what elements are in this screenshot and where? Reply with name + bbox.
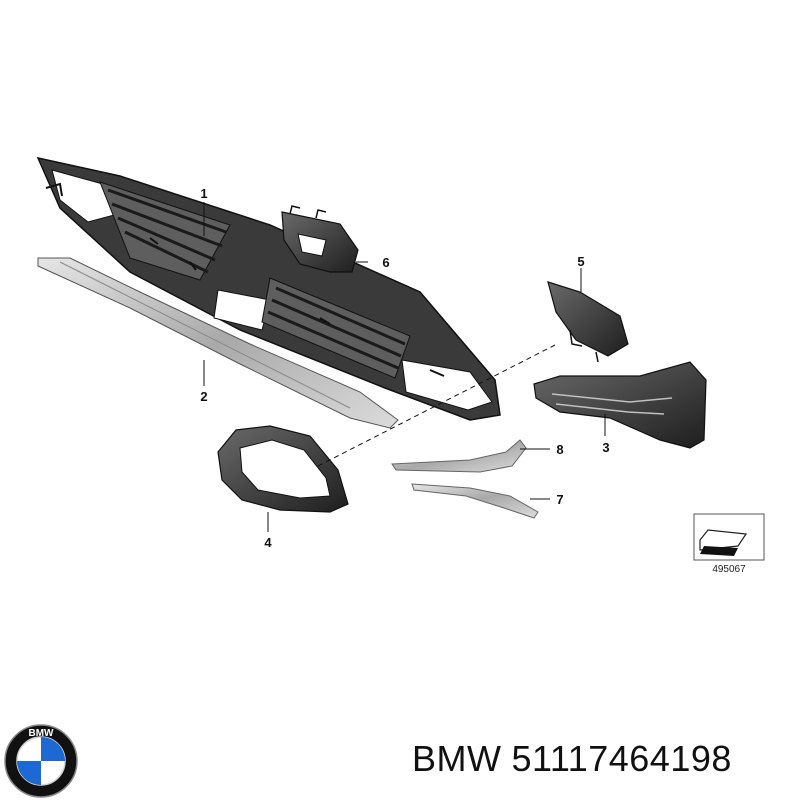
part-3-air-inlet-panel bbox=[533, 361, 707, 449]
reference-number: 495067 bbox=[712, 564, 746, 575]
brand-name: BMW bbox=[412, 738, 502, 779]
callout-2: 2 bbox=[200, 389, 207, 404]
part-8-trim-strip bbox=[391, 439, 527, 473]
callout-5: 5 bbox=[577, 254, 584, 269]
part-2-trim-strip bbox=[37, 257, 399, 429]
part-7-trim-strip bbox=[411, 483, 539, 519]
callout-6: 6 bbox=[382, 255, 389, 270]
svg-text:BMW: BMW bbox=[29, 728, 55, 739]
part-5-side-bracket bbox=[547, 281, 629, 363]
reference-box bbox=[693, 513, 765, 561]
leader-lines bbox=[203, 202, 606, 532]
part-4-surround-frame bbox=[217, 425, 349, 513]
part-1-lower-grille bbox=[36, 156, 501, 421]
part-number: 51117464198 bbox=[511, 738, 732, 779]
part-6-bracket bbox=[281, 205, 359, 273]
callout-4: 4 bbox=[264, 535, 272, 550]
exploded-parts-diagram: 1 2 3 4 5 6 7 8 495067 bbox=[36, 156, 765, 575]
callout-1: 1 bbox=[200, 186, 207, 201]
bmw-logo: BMW bbox=[4, 724, 78, 798]
callout-7: 7 bbox=[556, 492, 563, 507]
reference-arrow-icon bbox=[699, 529, 748, 551]
callout-8: 8 bbox=[556, 442, 563, 457]
callout-3: 3 bbox=[602, 440, 609, 455]
